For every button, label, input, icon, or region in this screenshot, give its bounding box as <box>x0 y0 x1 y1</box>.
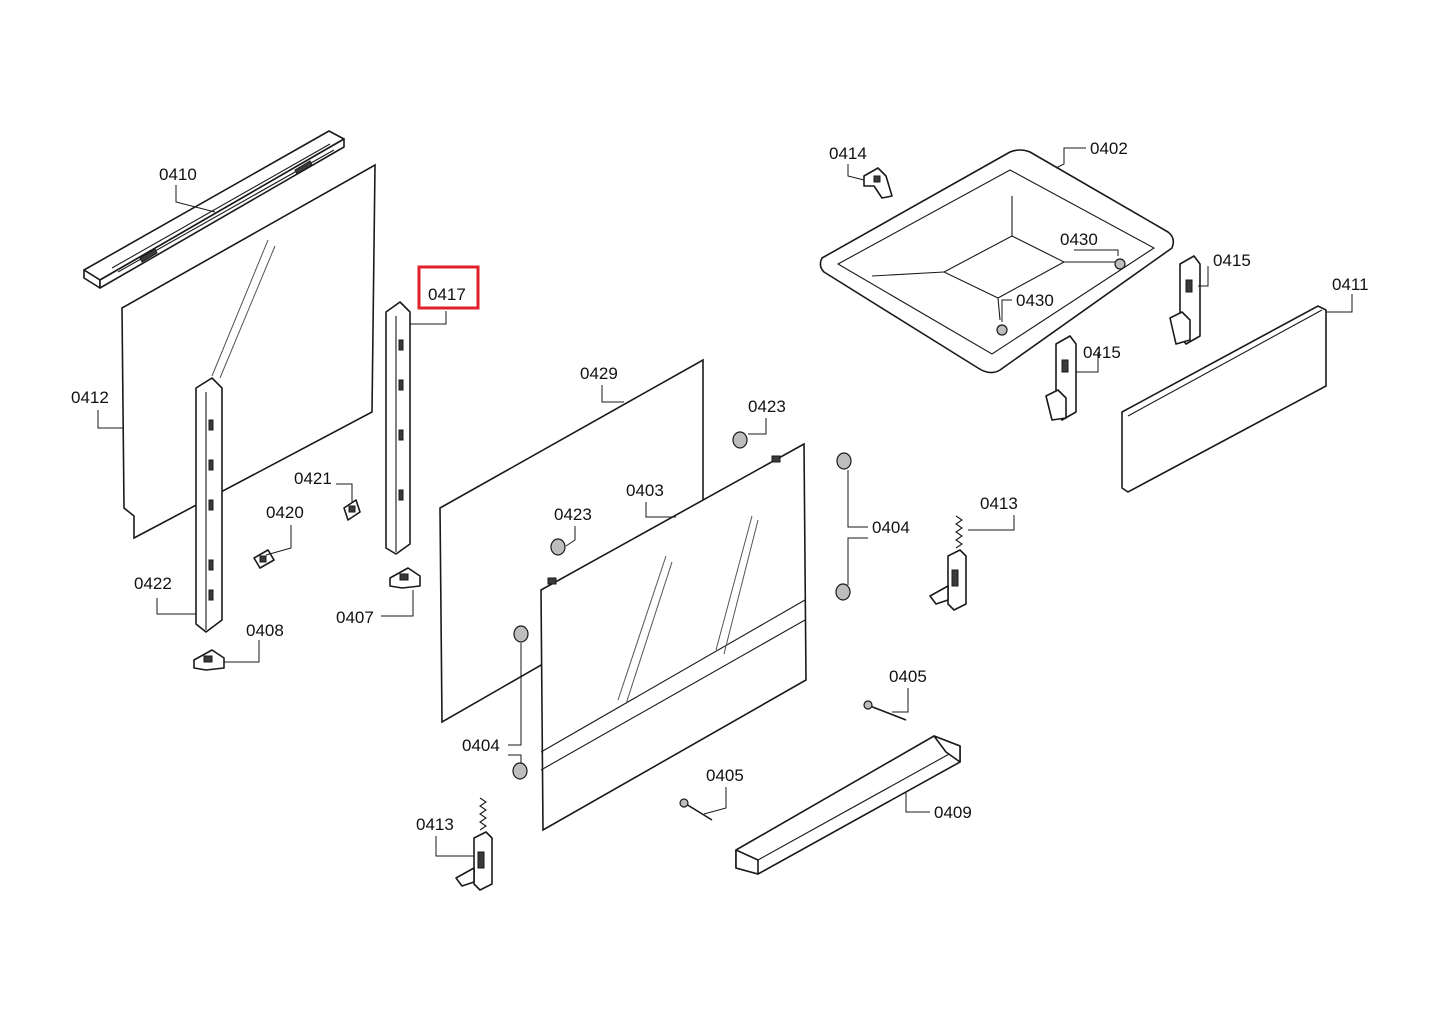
callout-0430-upper[interactable]: 0430 <box>1060 230 1098 249</box>
callout-0417[interactable]: 0417 <box>428 285 466 304</box>
leader-lines <box>97 147 1353 857</box>
callout-0413-left[interactable]: 0413 <box>416 815 454 834</box>
callout-0410[interactable]: 0410 <box>159 165 197 184</box>
highlight-box-0417 <box>417 265 480 310</box>
callout-0423-lower[interactable]: 0423 <box>554 505 592 524</box>
callout-0402[interactable]: 0402 <box>1090 139 1128 158</box>
part-0415-bracket-left <box>1045 335 1077 421</box>
part-0423-bumper-lower <box>550 538 566 556</box>
part-0404-bumper-c <box>513 625 529 643</box>
part-0412-rear-glass <box>121 163 376 540</box>
part-0422-left-side-rail <box>195 377 223 633</box>
part-0409-door-handle <box>735 735 961 875</box>
part-0403-outer-door <box>540 442 807 832</box>
callout-0415-right[interactable]: 0415 <box>1213 251 1251 270</box>
part-0404-bumper-b <box>835 583 851 601</box>
part-0414-bracket <box>863 167 893 199</box>
callout-0405-upper[interactable]: 0405 <box>889 667 927 686</box>
part-0404-bumper-a <box>836 452 852 470</box>
part-0423-bumper-upper <box>732 431 748 449</box>
callout-0415-left[interactable]: 0415 <box>1083 343 1121 362</box>
part-0410-top-trim <box>83 130 345 289</box>
part-0420-clip <box>253 549 275 569</box>
callout-0412[interactable]: 0412 <box>71 388 109 407</box>
callout-0411[interactable]: 0411 <box>1332 275 1369 294</box>
part-0417-right-side-rail <box>385 301 411 555</box>
part-0413-hinge-right <box>929 515 967 611</box>
callout-labels: 0410 0412 0417 0421 0420 0422 0407 0408 … <box>71 139 1369 834</box>
part-0415-bracket-right <box>1169 255 1201 345</box>
callout-0413-right[interactable]: 0413 <box>980 494 1018 513</box>
part-0404-bumper-d <box>512 762 528 780</box>
callout-0404-left[interactable]: 0404 <box>462 736 500 755</box>
callout-0422[interactable]: 0422 <box>134 574 172 593</box>
callout-0420[interactable]: 0420 <box>266 503 304 522</box>
callout-0423-upper[interactable]: 0423 <box>748 397 786 416</box>
callout-0404-right[interactable]: 0404 <box>872 518 910 537</box>
part-0402-tray <box>819 149 1175 374</box>
callout-0407[interactable]: 0407 <box>336 608 374 627</box>
part-0405-screw-lower <box>679 798 713 821</box>
callout-0429[interactable]: 0429 <box>580 364 618 383</box>
part-0408-hinge-holder <box>193 649 225 671</box>
callout-0421[interactable]: 0421 <box>294 469 332 488</box>
callout-0409[interactable]: 0409 <box>934 803 972 822</box>
part-0407-hinge-holder <box>389 567 421 589</box>
part-0405-screw-upper <box>863 700 907 721</box>
callout-0403[interactable]: 0403 <box>626 481 664 500</box>
part-0413-hinge-left <box>455 797 493 891</box>
part-0411-front-panel <box>1121 305 1327 493</box>
callout-0430-lower[interactable]: 0430 <box>1016 291 1054 310</box>
callout-0408[interactable]: 0408 <box>246 621 284 640</box>
callout-0414[interactable]: 0414 <box>829 144 867 163</box>
callout-0405-lower[interactable]: 0405 <box>706 766 744 785</box>
